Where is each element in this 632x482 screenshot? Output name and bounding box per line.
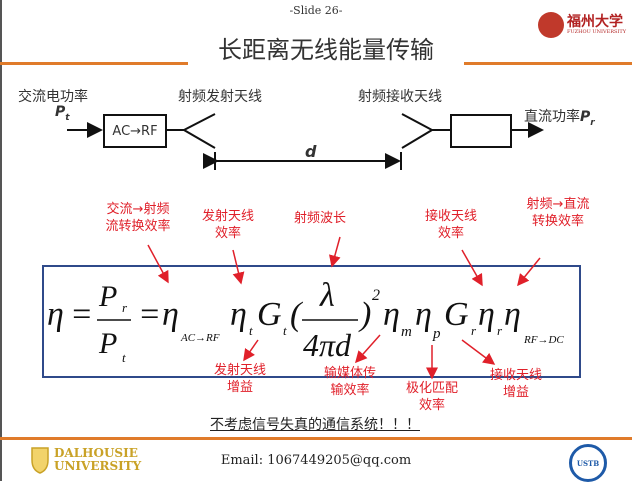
slide-left-border (0, 0, 2, 481)
annotation-ac-rf-efficiency: 交流→射频流转换效率 (105, 202, 171, 234)
arrow-tx-gain (243, 339, 259, 362)
eq-lambda: λ (319, 277, 335, 314)
eq-g-r: G (444, 296, 469, 333)
eq-denominator-sub: t (122, 350, 126, 365)
eq-sub-rf-dc: RF→DC (523, 334, 564, 346)
slide-number: -Slide 26- (289, 4, 343, 17)
rectifier-box (450, 114, 512, 148)
equation-box (42, 265, 581, 378)
rx-antenna-label: 射频接收天线 (358, 89, 442, 105)
eq-equals: = (70, 296, 93, 333)
eq-eta-rf-dc: η (504, 296, 521, 333)
eq-numerator-p: P (98, 280, 117, 313)
dc-power-label: 直流功率Pr (524, 109, 595, 128)
fuzhou-university-logo: 福州大学 FUZHOU UNIVERSITY (538, 8, 632, 42)
ac-rf-converter-box: AC→RF (103, 114, 167, 148)
eq-equals-2: = (138, 296, 161, 333)
rx-antenna-icon (401, 113, 435, 149)
caption: 不考虑信号失真的通信系统！！！ (210, 417, 420, 433)
eq-eta-p: η (415, 296, 432, 333)
annotation-wavelength: 射频波长 (293, 211, 346, 226)
eq-eta-t-sub: t (249, 323, 253, 338)
annotation-rf-dc-efficiency: 射频→直流转换效率 (526, 197, 590, 229)
arrow-rx-eff (461, 249, 483, 287)
eq-eta-m: η (383, 296, 400, 333)
eq-denominator-p: P (98, 327, 117, 360)
annotation-tx-efficiency: 发射天线效率 (201, 209, 254, 241)
tx-antenna-label: 射频发射天线 (178, 89, 262, 105)
eq-eta-ac-rf: η (162, 296, 179, 333)
eq-eta-m-sub: m (401, 324, 412, 340)
title-rule-right (464, 62, 632, 65)
ac-power-label: 交流电功率 (18, 89, 88, 105)
arrow-rf-dc-eff (517, 257, 541, 287)
arrow-wavelength (329, 236, 341, 268)
title-rule-left (0, 62, 188, 65)
pt-symbol: Pt (55, 104, 70, 123)
annotation-rx-efficiency: 接收天线效率 (424, 209, 477, 241)
footer-rule (0, 437, 632, 440)
eq-exponent: 2 (372, 287, 380, 304)
eq-eta-r-sub: r (497, 323, 503, 338)
arrow-rx-gain (461, 339, 496, 365)
eq-g-t-sub: t (283, 323, 287, 338)
fzu-logo-subtext: FUZHOU UNIVERSITY (567, 29, 627, 35)
eq-sub-ac-rf: AC→RF (180, 332, 220, 344)
eq-g-t: G (257, 296, 282, 333)
eq-eta-r: η (478, 296, 495, 333)
annotation-tx-gain: 发射天线增益 (213, 363, 266, 395)
arrow-ac-rf-eff (147, 244, 169, 284)
footer-email: Email: 1067449205@qq.com (220, 453, 412, 468)
fzu-seal-icon (538, 12, 564, 38)
fzu-logo-text: 福州大学 (567, 14, 623, 30)
tx-antenna-icon (181, 113, 216, 149)
eq-eta-p-sub: p (432, 326, 441, 342)
annotation-medium-efficiency: 输媒体传输效率 (323, 366, 376, 398)
arrow-tx-eff (232, 249, 245, 285)
eq-4pid: 4πd (303, 327, 352, 363)
eq-numerator-sub: r (122, 300, 128, 315)
distance-label: d (305, 142, 317, 161)
eq-lparen: ( (290, 296, 304, 333)
dalhousie-shield-icon (31, 447, 49, 474)
annotation-polarization-efficiency: 极化匹配效率 (405, 381, 458, 413)
ustb-logo: USTB (569, 444, 607, 482)
arrow-medium-eff (355, 334, 381, 364)
eq-rparen: ) (358, 296, 371, 333)
eq-g-r-sub: r (471, 323, 477, 338)
eq-eta-t: η (230, 296, 247, 333)
annotation-rx-gain: 接收天线增益 (489, 368, 542, 400)
eq-eta: η (47, 296, 64, 333)
page-title: 长距离无线能量传输 (218, 36, 434, 64)
